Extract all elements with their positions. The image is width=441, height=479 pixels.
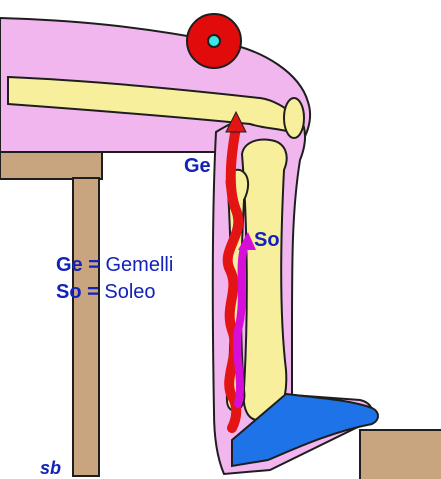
patella bbox=[284, 98, 304, 138]
chair-leg bbox=[73, 178, 99, 476]
so-marker-label: So bbox=[254, 229, 280, 251]
legend-so-text: Soleo bbox=[104, 281, 155, 303]
legend-item-ge: Ge = Gemelli bbox=[56, 254, 173, 276]
chair-seat bbox=[0, 152, 102, 179]
step bbox=[360, 430, 441, 479]
legend-item-so: So = Soleo bbox=[56, 281, 156, 303]
signature: sb bbox=[40, 458, 61, 478]
legend-so-sep: = bbox=[82, 281, 105, 303]
legend-ge-text: Gemelli bbox=[105, 254, 173, 276]
soleo-path bbox=[237, 248, 244, 404]
legend-ge-sep: = bbox=[83, 254, 106, 276]
knee-marker bbox=[187, 14, 241, 68]
ge-marker-label: Ge bbox=[184, 155, 211, 177]
knee-marker-inner bbox=[208, 35, 220, 47]
legend-so-abbr: So bbox=[56, 281, 82, 303]
legend-ge-abbr: Ge bbox=[56, 254, 83, 276]
step-block bbox=[360, 430, 441, 479]
